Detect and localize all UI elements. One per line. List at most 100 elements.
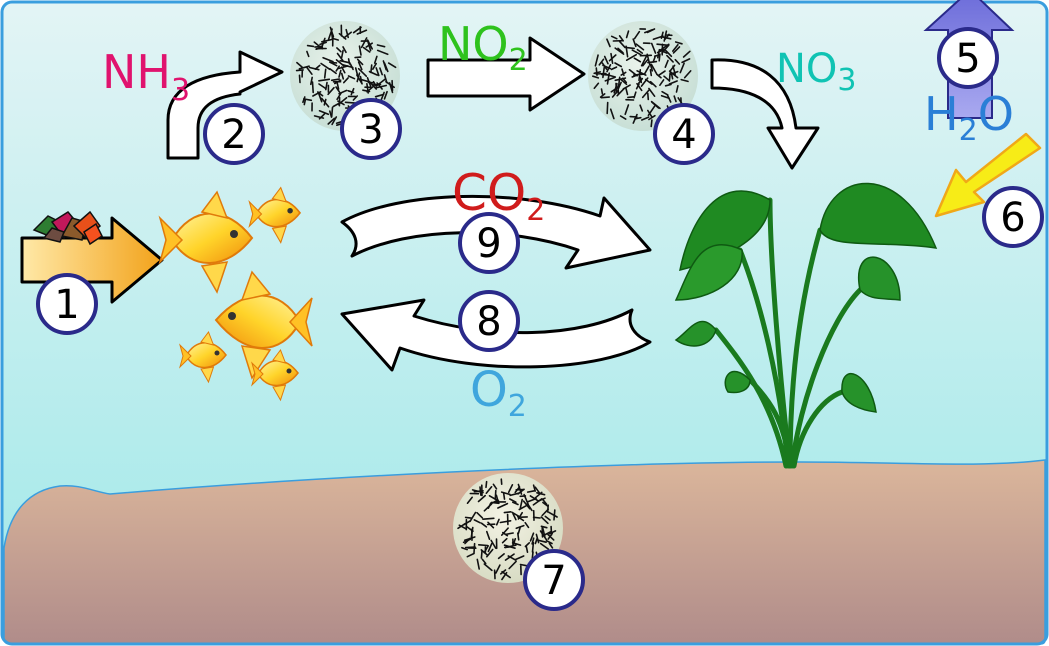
bacterium-mark [499,519,512,524]
bacterium-mark [483,563,493,572]
bacterium-mark [342,77,349,84]
bacterium-mark [616,87,625,97]
bacterium-mark [356,29,368,35]
bacterium-mark [670,72,674,80]
bacterium-mark [547,533,555,541]
bacterium-mark [610,35,618,40]
bacterium-mark [661,90,669,96]
step-marker-6: 6 [982,186,1044,248]
water-label: H2O [924,87,1014,148]
bacterium-mark [611,89,619,98]
bacterium-mark [512,512,517,521]
fish-icon [251,348,299,402]
bacterium-mark [503,510,512,514]
bacterium-mark [338,89,348,95]
bacterium-mark [480,549,483,559]
bacterium-mark [305,66,313,75]
bacterium-mark [482,517,495,521]
bacterium-mark [362,46,371,53]
nitrite-arrow [426,36,586,112]
bacterium-mark [646,92,650,101]
bacterium-mark [345,28,350,39]
bacterium-mark [639,104,644,112]
svg-text:2: 2 [221,112,246,158]
bacterium-mark [489,499,499,505]
bacterium-mark [534,537,538,545]
bacterium-mark [536,491,546,496]
bacterium-mark [312,91,322,97]
bacterium-mark [599,93,606,98]
bacterium-mark [640,77,649,87]
bacterium-mark [375,78,386,87]
bacterium-mark [318,78,331,82]
bacterium-mark [668,72,671,82]
bacterium-mark [542,501,549,507]
bacterium-mark [352,95,359,101]
bacterium-mark [376,44,386,48]
bacterium-mark [502,492,506,500]
bacterium-mark [319,41,328,46]
bacterium-mark [322,56,334,63]
bacterium-mark [606,72,611,85]
nitrate-label: NO3 [776,46,857,98]
bacterium-mark [337,96,348,106]
bacterium-mark [539,542,550,550]
bacterium-mark [516,532,520,541]
bacterium-mark [347,90,355,94]
bacterium-mark [383,90,388,100]
bacterium-mark [517,511,524,520]
bacterium-mark [311,81,315,94]
bacterium-mark [619,115,627,120]
bacterium-mark [620,78,628,86]
bacterium-mark [671,43,679,52]
bacterium-mark [636,70,647,76]
bacterium-mark [461,546,469,551]
bacterium-mark [649,63,654,72]
bacterium-mark [356,58,364,66]
bacterium-mark [347,75,356,80]
bacterium-mark [518,504,528,511]
bacterium-mark [323,98,327,106]
plant-icon [674,182,938,469]
svg-text:7: 7 [541,558,566,604]
bacterium-mark [492,483,498,490]
bacterium-mark [524,521,530,529]
step-marker-2: 2 [203,103,265,165]
bacterium-mark [526,502,533,512]
bacterium-mark [625,87,629,96]
bacterium-mark [477,494,487,503]
bacterium-mark [336,47,342,53]
bacterium-mark [668,70,679,79]
bacterium-mark [601,62,608,70]
bacterium-mark [335,65,341,72]
bacterium-mark [330,78,341,82]
bacterium-mark [548,530,557,535]
bacterium-mark [336,81,340,90]
bacterium-mark [333,79,342,85]
bacterium-mark [463,536,476,542]
bacterium-mark [342,46,347,54]
bacteria-colony-4 [588,21,698,131]
bacterium-mark [541,508,550,517]
bacterium-mark [339,59,351,64]
bacterium-mark [641,89,650,99]
bacterium-mark [663,75,670,82]
fish-group [158,186,313,402]
bacterium-mark [473,519,482,524]
bacterium-mark [526,489,536,493]
bacterium-mark [683,70,692,79]
bacterium-mark [663,30,668,42]
bacterium-mark [675,85,679,93]
bacterium-mark [647,60,658,64]
bacterium-mark [485,530,491,541]
bacterium-mark [606,38,611,48]
bacterium-mark [330,106,334,118]
bacterium-mark [497,502,509,509]
svg-text:8: 8 [476,299,501,345]
bacterium-mark [323,68,327,79]
bacterium-mark [495,518,500,526]
bacterium-mark [341,63,354,69]
bacterium-mark [320,38,334,43]
